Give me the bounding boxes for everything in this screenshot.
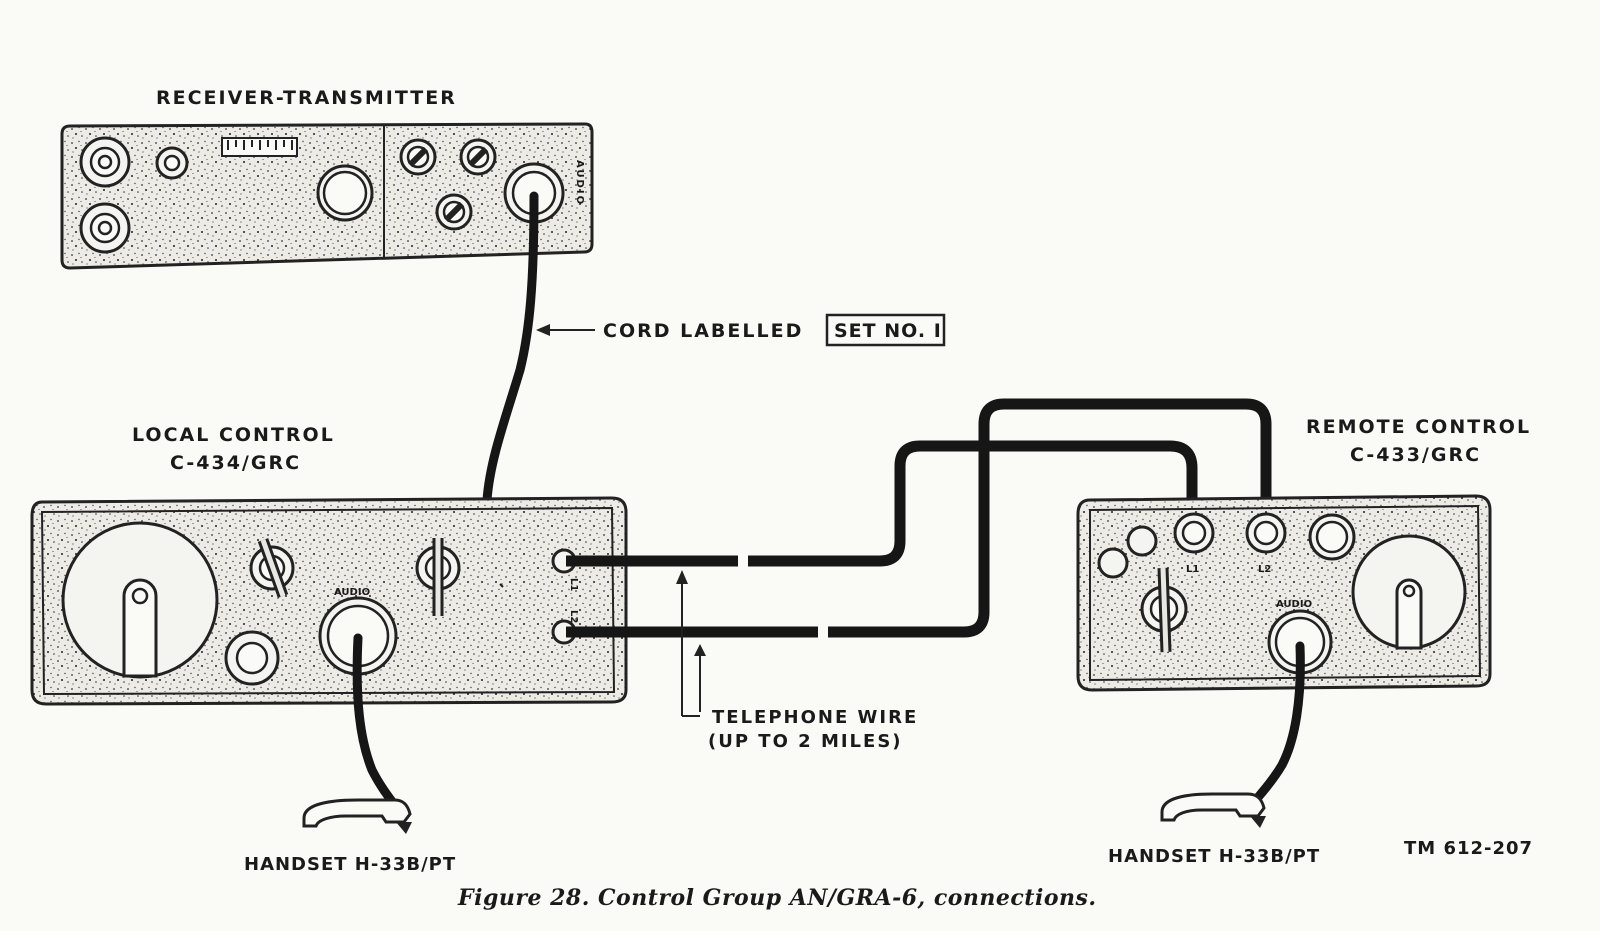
tm-number: TM 612-207 — [1404, 838, 1533, 859]
remote-l1-label: L1 — [1186, 564, 1199, 575]
figure-caption: Figure 28. Control Group AN/GRA-6, conne… — [457, 885, 1097, 911]
remote-large-knob — [1308, 513, 1356, 561]
rt-switch-3 — [435, 193, 473, 231]
local-control-label-1: LOCAL CONTROL — [132, 424, 335, 446]
remote-control-label-1: REMOTE CONTROL — [1306, 416, 1531, 438]
rt-small-knob — [155, 146, 189, 180]
remote-handset-icon — [1160, 792, 1266, 828]
remote-l2-label: L2 — [1258, 564, 1271, 575]
set-no-box — [825, 313, 946, 347]
remote-handset-cord — [1251, 641, 1305, 805]
rt-jack-upper — [79, 136, 131, 188]
rt-switch-2 — [459, 138, 497, 176]
telephone-wire-l2-right — [828, 398, 1272, 638]
local-control-label-2: C-434/GRC — [170, 452, 301, 474]
receiver-transmitter-unit: RECEIVER-TRANSMITTER — [60, 87, 594, 270]
rt-frequency-dial — [221, 137, 298, 157]
set-no-1-cord — [482, 191, 539, 505]
telephone-wire-arrows — [676, 570, 706, 717]
rt-large-knob — [316, 164, 374, 222]
remote-l1-jack — [1173, 512, 1215, 554]
remote-l2-jack — [1245, 512, 1287, 554]
remote-handset-label: HANDSET H-33B/PT — [1108, 846, 1320, 867]
local-main-dial — [61, 521, 219, 679]
telephone-wire-label-1: TELEPHONE WIRE — [712, 707, 918, 728]
local-switch-1 — [249, 538, 295, 598]
rt-audio-label: AUDIO — [574, 160, 585, 206]
remote-small-knob-2 — [1097, 547, 1129, 579]
local-switch-2 — [415, 538, 461, 616]
remote-audio-label: AUDIO — [1276, 599, 1312, 610]
local-audio-label: AUDIO — [334, 587, 370, 598]
remote-small-knob-1 — [1126, 525, 1158, 557]
local-l2-label: L2 — [568, 610, 579, 623]
local-handset-label: HANDSET H-33B/PT — [244, 854, 456, 875]
receiver-transmitter-label: RECEIVER-TRANSMITTER — [156, 87, 457, 109]
remote-switch — [1140, 567, 1188, 653]
telephone-wire-label-2: (UP TO 2 MILES) — [708, 731, 903, 752]
cord-labelled-text: CORD LABELLED — [603, 320, 803, 342]
local-small-knob — [224, 630, 280, 686]
rt-jack-lower — [79, 202, 131, 254]
telephone-wire-l1-right — [748, 440, 1198, 567]
cord-label-arrow — [536, 324, 595, 336]
remote-control-label-2: C-433/GRC — [1350, 444, 1481, 466]
remote-control-unit: REMOTE CONTROL C-433/GRC L1 L2 — [1076, 416, 1531, 692]
local-control-unit: LOCAL CONTROL C-434/GRC AUD — [30, 424, 628, 706]
rt-switch-1 — [399, 138, 437, 176]
remote-main-dial — [1351, 534, 1467, 650]
local-handset-icon — [302, 798, 412, 834]
set-no-text: SET NO. I — [834, 320, 942, 342]
local-l1-label: L1 — [568, 578, 579, 591]
